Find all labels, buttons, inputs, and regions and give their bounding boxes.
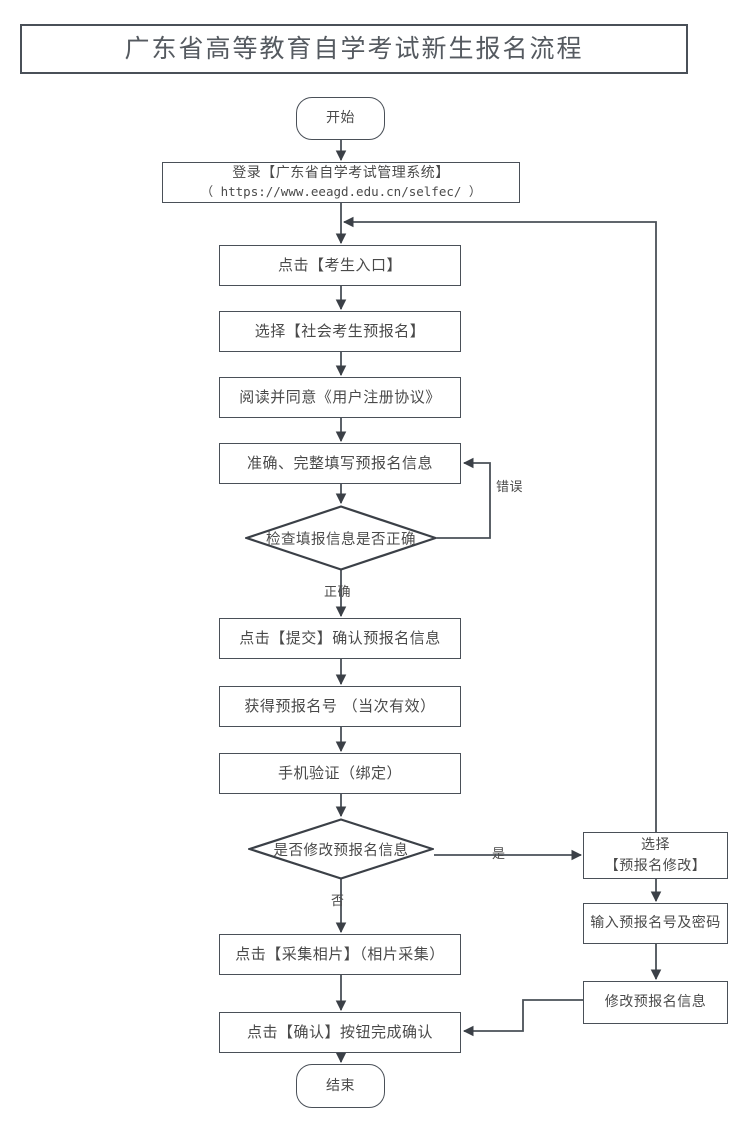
node-candidate-entry[interactable]: 点击【考生入口】 [219,245,461,286]
edge-modifyinfo-to-confirm [462,999,583,1037]
diamond-shape-modify [248,818,434,880]
node-enter-number-password[interactable]: 输入预报名号及密码 [583,903,728,944]
modify-info-line-1: 修改预报名信息 [604,994,707,1011]
edge-label-correct: 正确 [324,585,352,600]
edge-check-error-loop [437,457,491,539]
node-collect-photo[interactable]: 点击【采集相片】（相片采集） [219,934,461,975]
enter-number-line-1: 输入预报名号及密码 [590,915,721,932]
node-agree-agreement[interactable]: 阅读并同意《用户注册协议》 [219,377,461,418]
choose-modify-line-1: 选择 [641,837,670,854]
edge-return-to-login-flow [342,216,657,832]
modify-info-label: 是否修改预报名信息 [273,842,409,859]
page-title: 广东省高等教育自学考试新生报名流程 [20,24,688,74]
diamond-shape-check [245,505,437,571]
login-line-1: 登录【广东省自学考试管理系统】 [232,165,450,182]
node-submit-confirm[interactable]: 点击【提交】确认预报名信息 [219,618,461,659]
node-modify-info[interactable]: 修改预报名信息 [583,981,728,1024]
node-choose-modify[interactable]: 选择 【预报名修改】 [583,832,728,879]
node-check-info-correct[interactable]: 检查填报信息是否正确 [245,505,437,571]
login-line-2: （ https://www.eeagd.edu.cn/selfec/ ） [200,184,482,199]
node-fill-info[interactable]: 准确、完整填写预报名信息 [219,443,461,484]
node-social-pre-register[interactable]: 选择【社会考生预报名】 [219,311,461,352]
node-end[interactable]: 结束 [296,1064,385,1108]
node-login-system[interactable]: 登录【广东省自学考试管理系统】 （ https://www.eeagd.edu.… [162,162,520,203]
node-confirm-button[interactable]: 点击【确认】按钮完成确认 [219,1012,461,1053]
edge-label-error: 错误 [496,480,524,495]
choose-modify-line-2: 【预报名修改】 [604,857,707,874]
edge-label-no: 否 [331,894,345,909]
node-phone-verify[interactable]: 手机验证（绑定） [219,753,461,794]
node-modify-prereg-info[interactable]: 是否修改预报名信息 [248,818,434,880]
node-start[interactable]: 开始 [296,97,385,140]
edge-label-yes: 是 [492,847,506,862]
node-get-prereg-number[interactable]: 获得预报名号 （当次有效） [219,686,461,727]
check-info-label: 检查填报信息是否正确 [266,531,416,548]
